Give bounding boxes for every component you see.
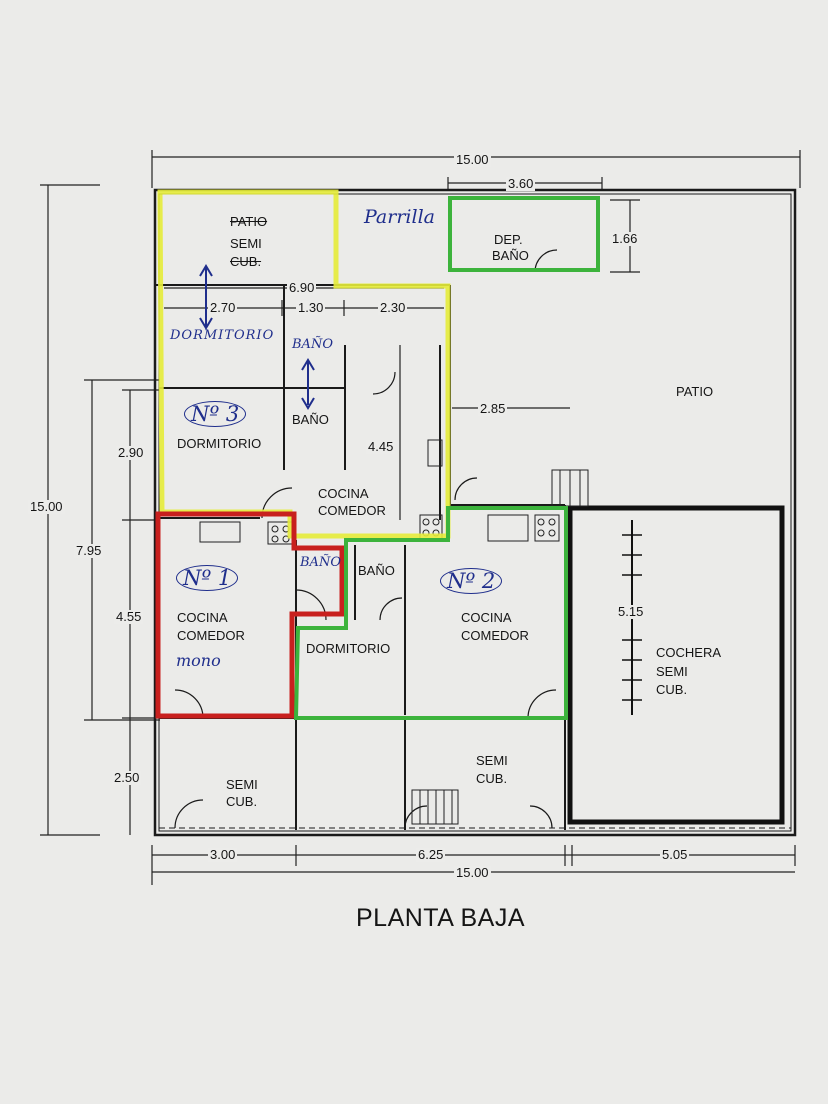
unit-1-highlight [155, 511, 345, 719]
dim-bottom-505: 5.05 [660, 847, 690, 862]
dim-285: 2.85 [478, 401, 508, 416]
handwritten-unit-2: Nº 2 [440, 568, 503, 594]
handwritten-bano-red: BAÑO [300, 555, 341, 570]
dim-left-795: 7.95 [74, 543, 104, 558]
room-label-cocina-center: COCINA [318, 486, 369, 501]
dim-bottom-total: 15.00 [454, 865, 491, 880]
room-label-patio-top: PATIO [230, 214, 268, 229]
handwritten-dormitorio: DORMITORIO [170, 328, 275, 343]
dim-130: 1.30 [296, 300, 326, 315]
room-label-semi-top: SEMI [230, 236, 262, 251]
room-label-dormitorio-mid: DORMITORIO [306, 641, 391, 656]
dim-dep-height: 1.66 [610, 231, 640, 246]
handwritten-parrilla: Parrilla [364, 206, 435, 228]
unit-2-highlight [293, 196, 600, 720]
room-label-cocina-1: COCINA [177, 610, 228, 625]
dim-left-250: 2.50 [112, 770, 142, 785]
room-label-comedor-2: COMEDOR [461, 628, 529, 643]
handwritten-unit-1: Nº 1 [176, 565, 239, 591]
room-label-cocina-2: COCINA [461, 610, 512, 625]
room-label-patio-right: PATIO [676, 384, 714, 399]
room-label-comedor-center: COMEDOR [318, 503, 386, 518]
dim-690: 6.90 [287, 280, 317, 295]
room-label-dormitorio-3: DORMITORIO [177, 436, 262, 451]
handwritten-arrows [199, 264, 315, 410]
room-label-cub-bm: CUB. [476, 771, 508, 786]
handwritten-unit-3: Nº 3 [184, 401, 247, 427]
room-label-cochera-semi: SEMI [656, 664, 688, 679]
room-label-cub-top: CUB. [230, 254, 262, 269]
handwritten-mono: mono [176, 651, 221, 670]
dim-top-total: 15.00 [454, 152, 491, 167]
room-label-bano-small: BAÑO [292, 412, 329, 427]
room-label-comedor-1: COMEDOR [177, 628, 245, 643]
dim-230: 2.30 [378, 300, 408, 315]
handwritten-bano-top: BAÑO [292, 337, 333, 352]
dim-445: 4.45 [366, 439, 396, 454]
room-label-cochera-cub: CUB. [656, 682, 688, 697]
dim-left-455: 4.55 [114, 609, 144, 624]
room-label-dep-bano: BAÑO [492, 248, 529, 263]
dim-top-dep: 3.60 [506, 176, 536, 191]
dim-515: 5.15 [616, 604, 646, 619]
dim-bottom-300: 3.00 [208, 847, 238, 862]
room-label-dep: DEP. [494, 232, 523, 247]
dim-left-total: 15.00 [28, 499, 65, 514]
stairs [411, 469, 589, 825]
dim-bottom-625: 6.25 [416, 847, 446, 862]
room-label-semi-bm: SEMI [476, 753, 508, 768]
room-label-semi-bl: SEMI [226, 777, 258, 792]
room-label-cochera: COCHERA [656, 645, 722, 660]
room-label-bano-mid: BAÑO [358, 563, 395, 578]
room-label-cub-bl: CUB. [226, 794, 258, 809]
dim-left-290: 2.90 [116, 445, 146, 460]
plan-title: PLANTA BAJA [356, 904, 525, 932]
dim-270: 2.70 [208, 300, 238, 315]
